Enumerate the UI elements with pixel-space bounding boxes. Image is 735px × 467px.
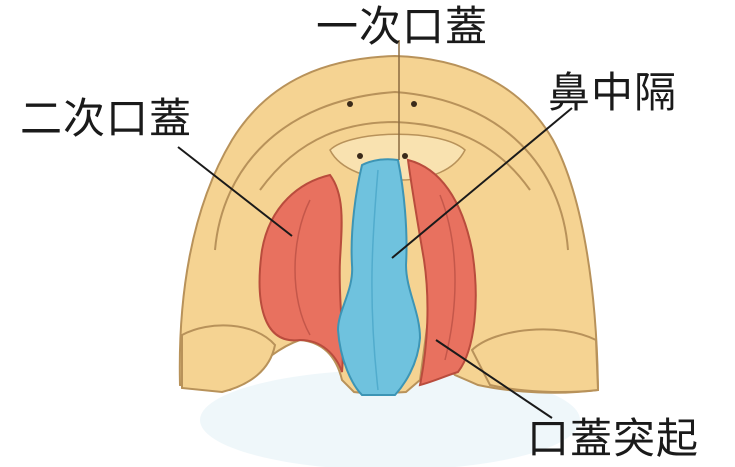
palate-dot	[402, 153, 408, 159]
palate-dot	[347, 101, 353, 107]
label-nasal-septum: 鼻中隔	[548, 72, 677, 114]
label-palatal-process: 口蓋突起	[527, 418, 699, 460]
label-secondary-palate: 二次口蓋	[20, 98, 192, 140]
label-primary-palate: 一次口蓋	[316, 6, 488, 48]
palate-dot	[357, 153, 363, 159]
jaw-lobe-right	[472, 329, 598, 392]
jaw-lobe-left	[182, 325, 275, 392]
palate-dot	[411, 101, 417, 107]
